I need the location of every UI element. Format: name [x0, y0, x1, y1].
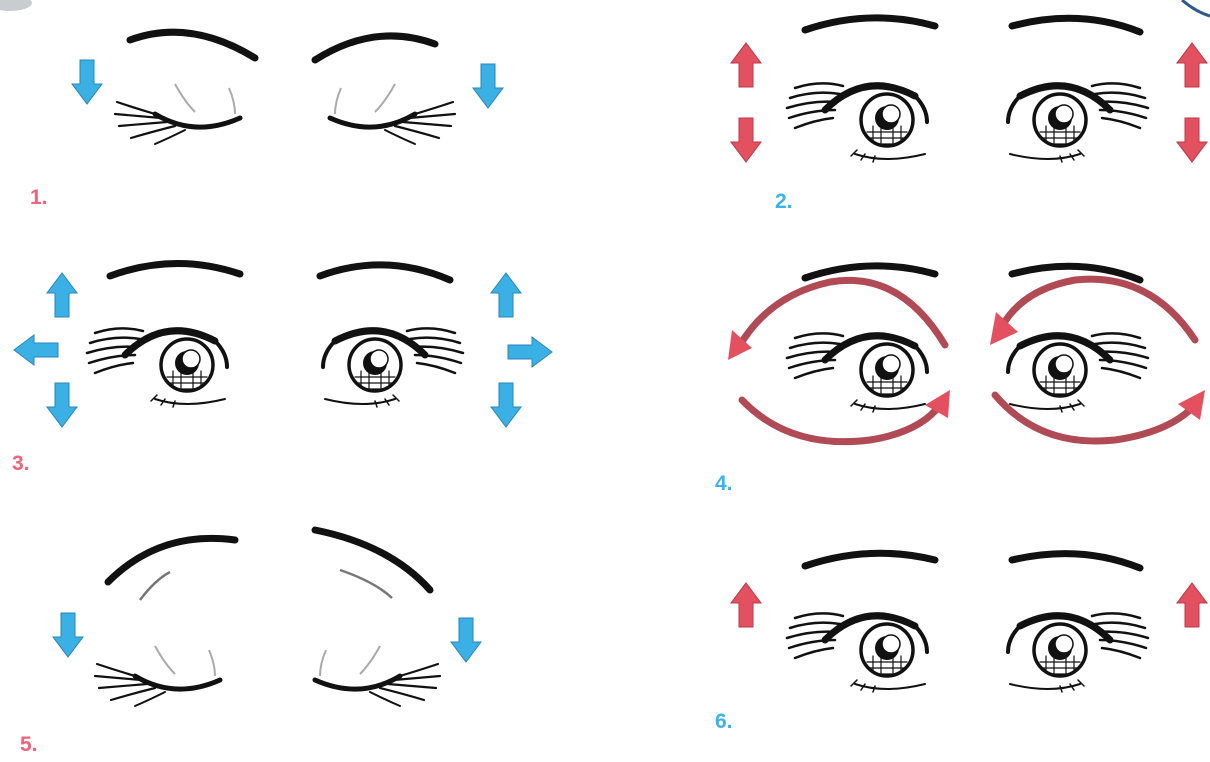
arrow-left-icon — [14, 335, 58, 365]
closed-eye-right — [315, 646, 440, 706]
eyebrow-left — [805, 18, 935, 30]
step-label-3: 3. — [12, 452, 30, 476]
arrow-up-icon — [731, 43, 761, 87]
arrow-up-icon — [1177, 43, 1207, 87]
step-label-6: 6. — [715, 710, 733, 734]
eyebrow-right — [315, 530, 430, 590]
open-eye-left — [787, 613, 927, 692]
step-label-5: 5. — [20, 733, 38, 757]
open-eye-right — [1008, 333, 1148, 412]
corner-decoration — [0, 0, 32, 11]
panel-6 — [731, 553, 1207, 692]
eyebrow-right — [320, 265, 450, 280]
arrow-down-icon — [53, 613, 83, 657]
open-eye-left — [787, 333, 927, 412]
eyebrow-left — [805, 553, 935, 566]
eyebrow-left — [805, 266, 935, 278]
arrow-down-icon — [491, 383, 521, 427]
step-label-1: 1. — [30, 186, 48, 210]
eyebrow-left — [110, 263, 240, 276]
open-eye-right — [323, 328, 463, 407]
arrow-down-icon — [47, 383, 77, 427]
open-eye-left — [87, 328, 227, 407]
open-eye-left — [787, 83, 927, 162]
arrow-down-icon — [72, 60, 102, 104]
open-eye-right — [1008, 83, 1148, 162]
panel-1 — [72, 32, 503, 144]
arrow-up-icon — [1177, 583, 1207, 627]
eyebrow-left — [108, 538, 235, 582]
lid-line — [140, 572, 170, 600]
arrow-down-icon — [473, 64, 503, 108]
eyebrow-right — [1012, 554, 1140, 568]
panel-3 — [14, 263, 552, 427]
step-label-4: 4. — [715, 472, 733, 496]
arrow-down-icon — [731, 118, 761, 162]
closed-eye-left — [115, 84, 240, 144]
panel-5 — [53, 530, 481, 706]
arrow-down-icon — [451, 618, 481, 662]
lid-line — [340, 570, 392, 598]
arrow-up-icon — [491, 273, 521, 317]
arrow-up-icon — [731, 583, 761, 627]
arrow-up-icon — [47, 273, 77, 317]
eyebrow-right — [315, 36, 435, 60]
arrow-down-icon — [1177, 118, 1207, 162]
open-eye-right — [1008, 613, 1148, 692]
closed-eye-left — [95, 646, 220, 706]
arrow-right-icon — [508, 337, 552, 367]
corner-decoration — [1182, 0, 1210, 16]
eyebrow-right — [1012, 18, 1140, 32]
panel-4 — [728, 266, 1205, 442]
closed-eye-right — [330, 84, 455, 144]
eyebrow-left — [130, 32, 255, 58]
panel-2 — [731, 18, 1207, 162]
step-label-2: 2. — [775, 190, 793, 214]
circular-arrow-icon — [728, 280, 950, 441]
circular-arrow-icon — [990, 279, 1205, 441]
